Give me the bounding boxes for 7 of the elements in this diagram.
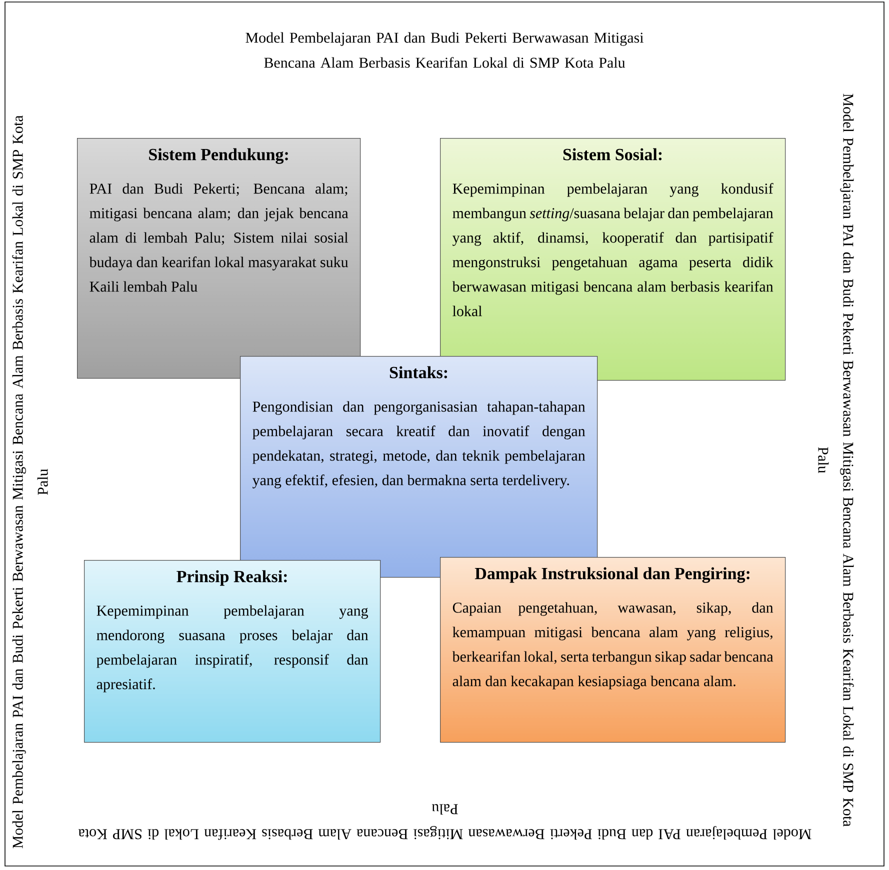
text-box: Dampak Instruksional dan Pengiring: Capaian pengetahuan, wawasan, sikap, dan kemampuan mitigasi bencana alam yang religius, berkearifan lokal, serta terbangun sikap sadar bencana alam dan kecakapan kesiapsiaga bencana alam. <box>440 557 786 743</box>
text-box: Sistem Pendukung: PAI dan Budi Pekerti; Bencana alam; mitigasi bencana alam; dan jejak bencana alam di lembah Palu; Sistem nilai sosial budaya dan kearifan lokal masyarakat suku Kaili lembah Palu <box>77 138 361 379</box>
text-box: Prinsip Reaksi: Kepemimpinan pembelajaran yang mendorong suasana proses belajar dan pembelajaran inspiratif, responsif dan apresiatif. <box>84 560 381 743</box>
rotated-title: Model Pembelajaran PAI dan Budi Pekerti Berwawasan Mitigasi Bencana Alam Berbasis Kearifan Lokal di SMP Kota Palu <box>12 115 48 848</box>
rotated-title: Model Pembelajaran PAI dan Budi Pekerti Berwawasan Mitigasi Bencana Alam Berbasis Kearifan Lokal di SMP Kota Palu <box>818 94 854 827</box>
rotated-title: Model Pembelajaran PAI dan Budi Pekerti Berwawasan Mitigasi Bencana Alam Berbasis Kearifan Lokal di SMP Kota Palu <box>78 804 812 840</box>
title: Model Pembelajaran PAI dan Budi Pekerti Berwawasan Mitigasi Bencana Alam Berbasis Kearifan Lokal di SMP Kota Palu <box>246 32 644 68</box>
